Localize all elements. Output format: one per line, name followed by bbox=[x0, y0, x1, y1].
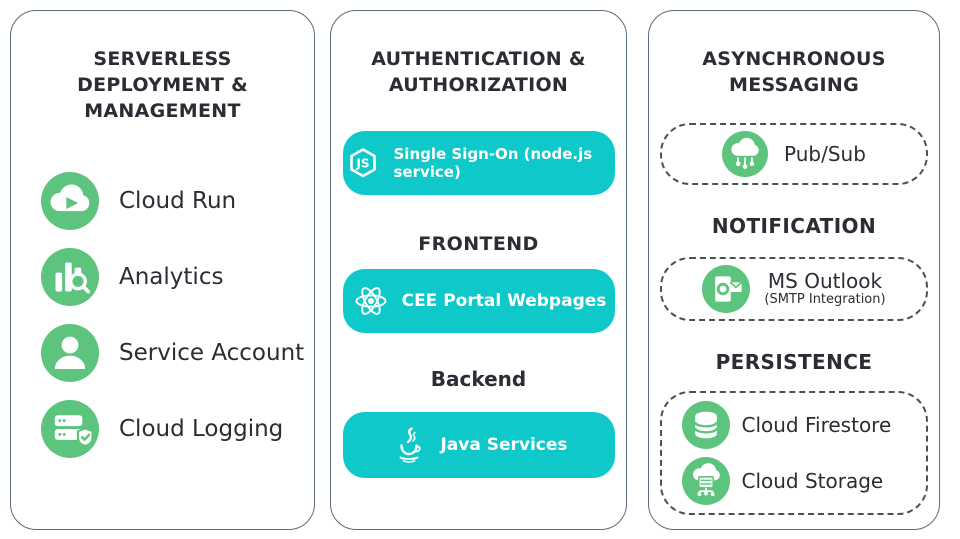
analytics-icon bbox=[41, 248, 99, 307]
outlook-sublabel: (SMTP Integration) bbox=[764, 292, 886, 308]
cloud-storage-icon bbox=[681, 457, 730, 506]
persistence-heading: PERSISTENCE bbox=[715, 350, 873, 375]
list-item-cloud-run: Cloud Run bbox=[41, 172, 314, 231]
pubsub-icon bbox=[722, 131, 769, 178]
sso-label: Single Sign-On (node.js service) bbox=[393, 145, 593, 182]
notification-heading: NOTIFICATION bbox=[711, 214, 877, 239]
sso-node-service: JS Single Sign-On (node.js service) bbox=[342, 131, 615, 196]
list-item-analytics: Analytics bbox=[41, 248, 314, 307]
outlook-icon bbox=[702, 265, 751, 314]
nodejs-icon: JS bbox=[343, 143, 383, 183]
cloud-run-icon bbox=[41, 172, 99, 231]
serverless-item-list: Cloud Run Analytics bbox=[11, 172, 314, 459]
persistence-group: Cloud Firestore bbox=[660, 391, 928, 516]
pubsub-label: Pub/Sub bbox=[784, 142, 866, 167]
pubsub-group: Pub/Sub bbox=[660, 123, 928, 186]
cee-portal-webpages: CEE Portal Webpages bbox=[342, 269, 615, 334]
outlook-group: MS Outlook (SMTP Integration) bbox=[660, 257, 928, 322]
item-label: Cloud Firestore bbox=[741, 413, 892, 438]
panel-auth: AUTHENTICATION & AUTHORIZATION JS Single… bbox=[330, 10, 627, 530]
java-services: Java Services bbox=[342, 412, 615, 479]
list-item-cloud-storage: Cloud Storage bbox=[681, 457, 907, 506]
list-item-cloud-logging: Cloud Logging bbox=[41, 400, 314, 459]
panel-async: ASYNCHRONOUS MESSAGING Pub/Sub NOTIFICAT… bbox=[648, 10, 940, 530]
java-icon bbox=[389, 425, 429, 465]
backend-heading: Backend bbox=[430, 367, 527, 392]
item-label: Service Account bbox=[119, 340, 305, 367]
panel-serverless-title: SERVERLESS DEPLOYMENT & MANAGEMENT bbox=[77, 48, 248, 123]
panel-async-title: ASYNCHRONOUS MESSAGING bbox=[702, 48, 886, 97]
svg-text:JS: JS bbox=[355, 157, 369, 171]
outlook-label: MS Outlook bbox=[767, 269, 883, 294]
cloud-logging-icon bbox=[41, 400, 99, 459]
firestore-icon bbox=[681, 401, 730, 450]
frontend-heading: FRONTEND bbox=[418, 233, 539, 256]
java-label: Java Services bbox=[440, 435, 568, 456]
item-label: Cloud Logging bbox=[119, 416, 284, 443]
react-icon bbox=[351, 281, 391, 321]
item-label: Analytics bbox=[119, 264, 224, 291]
service-account-icon bbox=[41, 324, 99, 383]
cee-label: CEE Portal Webpages bbox=[401, 291, 607, 312]
panel-auth-title: AUTHENTICATION & AUTHORIZATION bbox=[371, 48, 586, 97]
item-label: Cloud Run bbox=[119, 188, 237, 215]
list-item-service-account: Service Account bbox=[41, 324, 314, 383]
list-item-cloud-firestore: Cloud Firestore bbox=[681, 401, 907, 450]
panel-serverless: SERVERLESS DEPLOYMENT & MANAGEMENT Cloud… bbox=[10, 10, 315, 530]
item-label: Cloud Storage bbox=[741, 469, 884, 494]
outlook-text: MS Outlook (SMTP Integration) bbox=[764, 270, 885, 308]
